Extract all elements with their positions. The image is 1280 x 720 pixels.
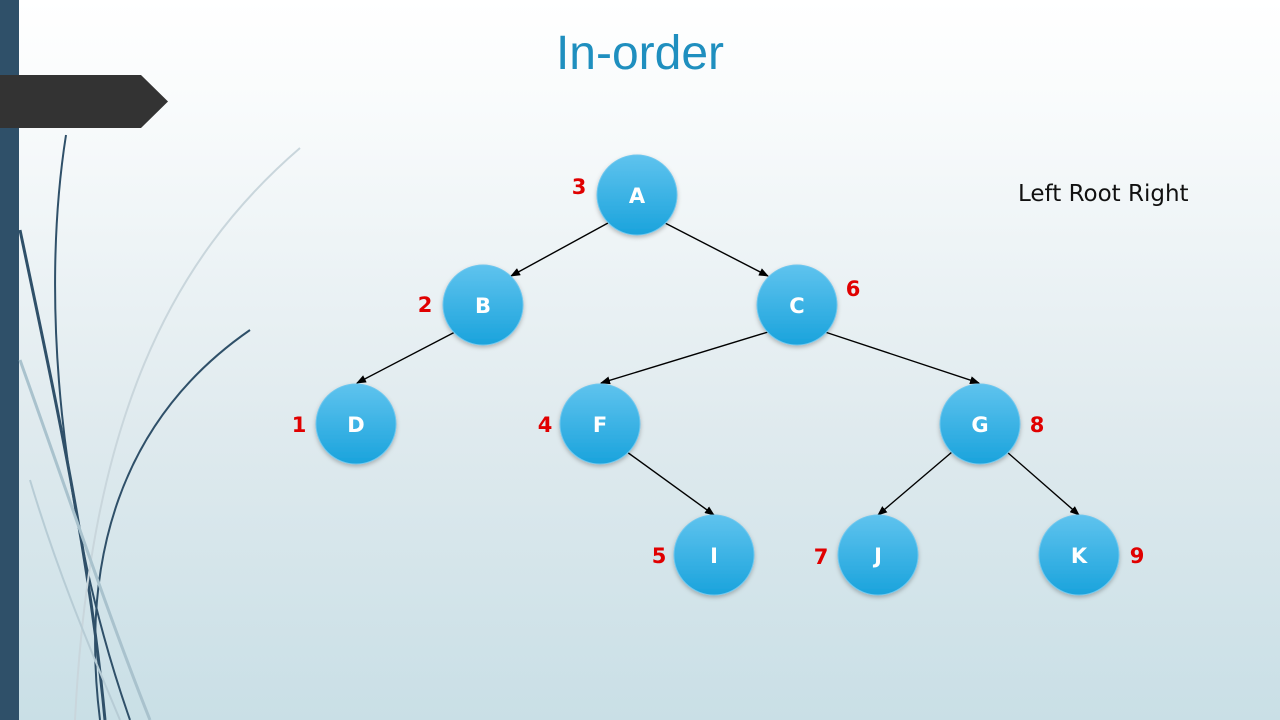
node-label-A: A xyxy=(629,184,646,208)
decorative-swooshes xyxy=(18,134,301,720)
node-label-G: G xyxy=(971,413,988,437)
node-label-F: F xyxy=(593,413,607,437)
tree-node-I: I xyxy=(673,514,755,596)
tree-node-C: C xyxy=(756,264,838,346)
edge-C-F xyxy=(600,331,769,385)
node-label-B: B xyxy=(475,294,491,318)
node-label-I: I xyxy=(710,544,718,568)
tree-node-J: J xyxy=(837,514,919,596)
left-accent-bar xyxy=(0,0,19,720)
tree-node-D: D xyxy=(315,383,397,465)
slide-title: In-order xyxy=(555,27,725,80)
edge-C-G xyxy=(824,331,980,384)
tree-node-A: A xyxy=(596,154,678,236)
edge-G-J xyxy=(877,451,953,516)
order-number-F: 4 xyxy=(538,413,553,437)
tree-node-K: K xyxy=(1038,514,1120,596)
node-label-C: C xyxy=(789,294,804,318)
order-number-C: 6 xyxy=(846,277,861,301)
title-banner-arrow xyxy=(0,75,168,128)
order-number-B: 2 xyxy=(418,293,433,317)
node-label-K: K xyxy=(1071,544,1088,568)
order-number-K: 9 xyxy=(1130,544,1145,568)
order-number-G: 8 xyxy=(1030,413,1045,437)
edge-A-C xyxy=(664,222,769,277)
tree-node-F: F xyxy=(559,383,641,465)
edge-G-K xyxy=(1006,451,1080,516)
edge-B-D xyxy=(356,331,456,384)
order-number-D: 1 xyxy=(292,413,307,437)
order-number-J: 7 xyxy=(814,545,829,569)
order-number-A: 3 xyxy=(572,175,587,199)
node-label-D: D xyxy=(347,413,364,437)
traversal-rule-text: Left Root Right xyxy=(1018,181,1189,207)
edge-A-B xyxy=(510,222,609,277)
tree-node-B: B xyxy=(442,264,524,346)
order-number-I: 5 xyxy=(652,544,667,568)
node-label-J: J xyxy=(872,544,882,568)
edge-F-I xyxy=(626,451,715,516)
tree-node-G: G xyxy=(939,383,1021,465)
